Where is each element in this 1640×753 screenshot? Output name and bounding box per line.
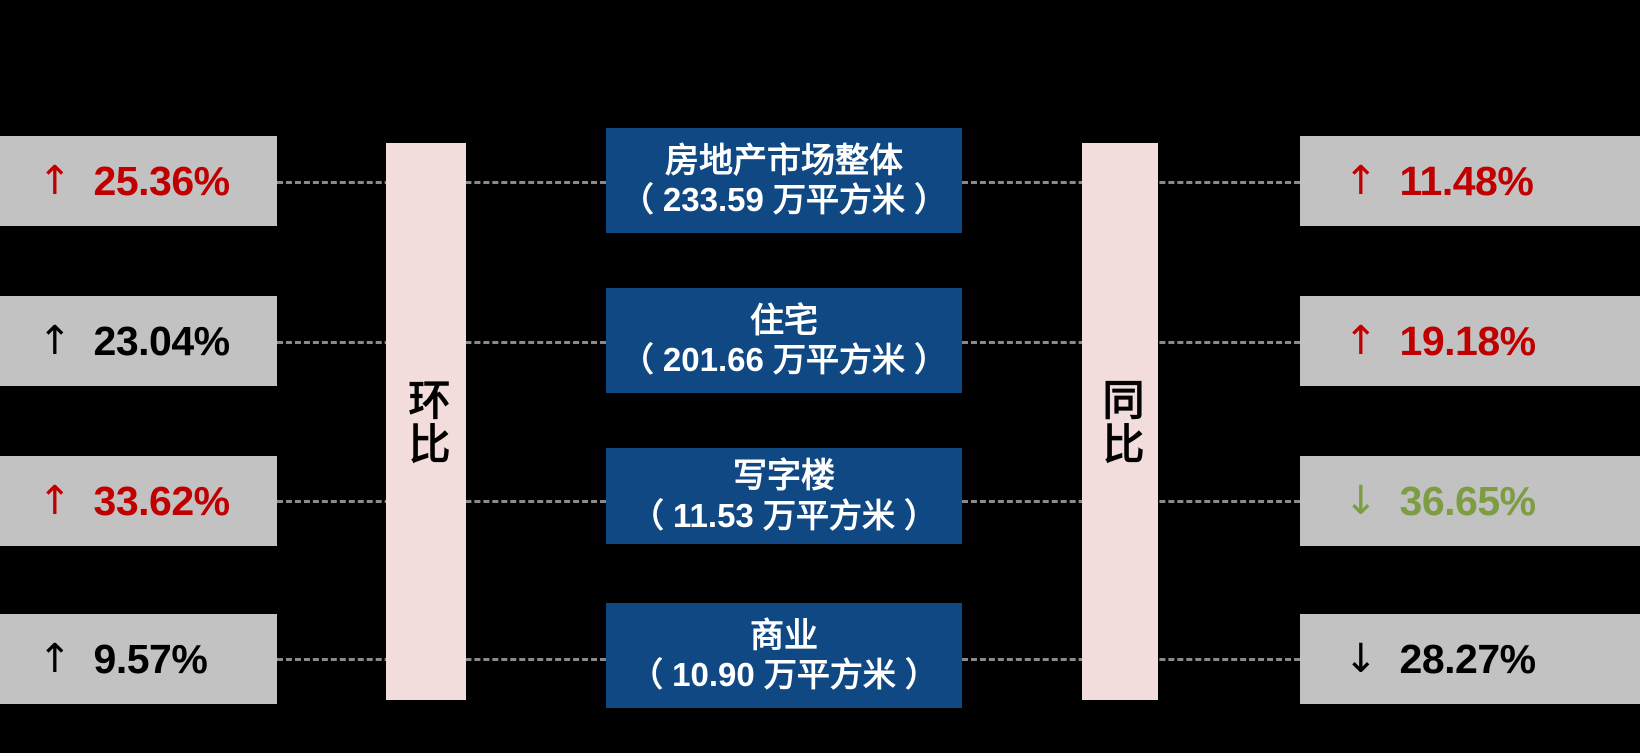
category-value-row-4: （ 10.90 万平方米 ） bbox=[629, 656, 939, 694]
category-name-row-2: 住宅 bbox=[750, 301, 818, 340]
trend-up-arrow-icon: ↑ bbox=[38, 318, 72, 364]
trend-up-arrow-icon: ↑ bbox=[1344, 318, 1378, 364]
mom-axis-label: 环比 bbox=[403, 377, 450, 466]
trend-up-arrow-icon: ↑ bbox=[1344, 158, 1378, 204]
mom-percent-row-3: 33.62% bbox=[93, 477, 231, 524]
mom-chip-row-1: ↑ 25.36% bbox=[0, 136, 277, 226]
mom-chip-row-4: ↑ 9.57% bbox=[0, 614, 277, 704]
category-name-row-3: 写字楼 bbox=[733, 457, 835, 496]
category-box-row-4: 商业 （ 10.90 万平方米 ） bbox=[606, 603, 962, 708]
trend-up-arrow-icon: ↑ bbox=[38, 478, 72, 524]
yoy-chip-row-3: ↓ 36.65% bbox=[1300, 456, 1640, 546]
category-name-row-4: 商业 bbox=[750, 616, 818, 655]
yoy-chip-row-4: ↓ 28.27% bbox=[1300, 614, 1640, 704]
mom-percent-row-4: 9.57% bbox=[93, 635, 208, 682]
trend-up-arrow-icon: ↑ bbox=[38, 158, 72, 204]
mom-percent-row-2: 23.04% bbox=[93, 317, 231, 364]
trend-down-arrow-icon: ↓ bbox=[1344, 636, 1378, 682]
mom-percent-row-1: 25.36% bbox=[93, 157, 231, 204]
yoy-percent-row-3: 36.65% bbox=[1399, 477, 1537, 524]
yoy-chip-row-2: ↑ 19.18% bbox=[1300, 296, 1640, 386]
category-box-row-3: 写字楼 （ 11.53 万平方米 ） bbox=[606, 448, 962, 544]
mom-chip-row-2: ↑ 23.04% bbox=[0, 296, 277, 386]
category-value-row-2: （ 201.66 万平方米 ） bbox=[620, 341, 948, 379]
yoy-chip-row-1: ↑ 11.48% bbox=[1300, 136, 1640, 226]
yoy-axis-bar: 同比 bbox=[1082, 143, 1158, 700]
trend-up-arrow-icon: ↑ bbox=[38, 636, 72, 682]
category-value-row-1: （ 233.59 万平方米 ） bbox=[620, 181, 948, 219]
yoy-percent-row-2: 19.18% bbox=[1399, 317, 1537, 364]
yoy-axis-label: 同比 bbox=[1097, 377, 1144, 466]
category-name-row-1: 房地产市场整体 bbox=[665, 141, 903, 180]
category-box-row-1: 房地产市场整体 （ 233.59 万平方米 ） bbox=[606, 128, 962, 233]
trend-down-arrow-icon: ↓ bbox=[1344, 478, 1378, 524]
category-value-row-3: （ 11.53 万平方米 ） bbox=[630, 496, 938, 534]
yoy-percent-row-1: 11.48% bbox=[1399, 157, 1534, 204]
category-box-row-2: 住宅 （ 201.66 万平方米 ） bbox=[606, 288, 962, 393]
mom-chip-row-3: ↑ 33.62% bbox=[0, 456, 277, 546]
yoy-percent-row-4: 28.27% bbox=[1399, 635, 1537, 682]
mom-axis-bar: 环比 bbox=[386, 143, 466, 700]
